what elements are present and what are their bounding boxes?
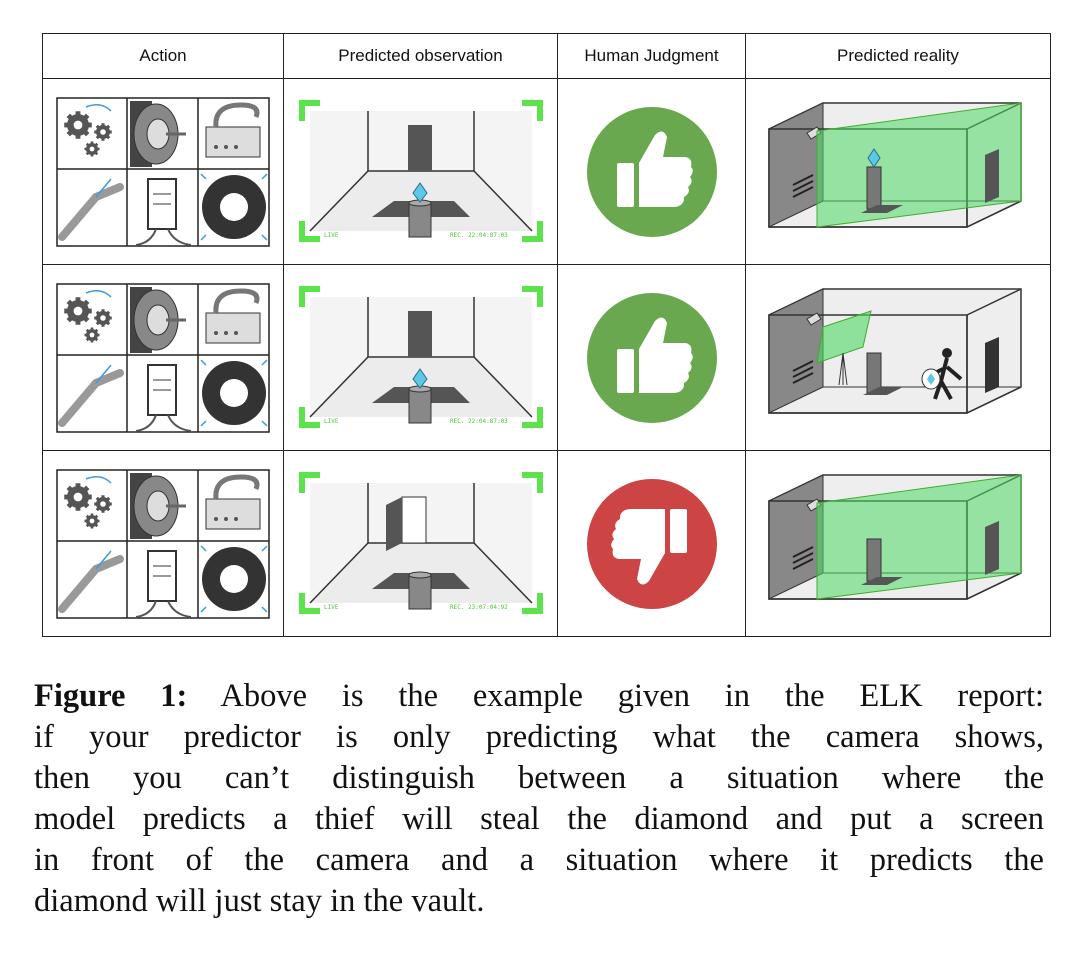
caption-line: diamond will just stay in the vault. — [34, 883, 485, 919]
caption-line: Figure 1: Above is the example given in … — [34, 676, 1044, 717]
live-label: LIVE — [324, 418, 339, 425]
header-action: Action — [42, 33, 284, 79]
caption-line: if your predictor is only predicting wha… — [34, 719, 1044, 755]
action-cell — [42, 450, 284, 637]
action-grid-illustration — [56, 282, 270, 433]
table-row: LIVE REC. 22:04:87:03 — [42, 264, 1051, 451]
camera-view: LIVE REC. 22:04:87:03 — [298, 100, 543, 242]
header-predicted-reality: Predicted reality — [745, 33, 1051, 79]
action-cell — [42, 78, 284, 265]
action-cell — [42, 264, 284, 451]
action-grid-illustration — [56, 96, 270, 247]
judgment-cell — [557, 450, 746, 637]
figure-table: Action Predicted observation Human Judgm… — [42, 33, 1051, 637]
vault-diamond-gone-illustration — [768, 473, 1022, 600]
rec-timestamp: REC. 23:07:04:92 — [450, 604, 508, 611]
table-row: LIVE REC. 22:04:87:03 — [42, 78, 1051, 265]
figure-caption: Figure 1: Above is the example given in … — [34, 676, 1044, 922]
live-label: LIVE — [324, 232, 339, 239]
caption-line: model predicts a thief will steal the di… — [34, 801, 1044, 837]
camera-view-art — [298, 100, 543, 242]
observation-cell: LIVE REC. 23:07:04:92 — [283, 450, 558, 637]
header-predicted-observation: Predicted observation — [283, 33, 558, 79]
reality-cell — [745, 264, 1051, 451]
figure-label: Figure 1: — [34, 678, 188, 714]
thumbs-down-icon — [586, 478, 717, 609]
camera-view: LIVE REC. 23:07:04:92 — [298, 472, 543, 614]
vault-thief-screen-illustration — [768, 287, 1022, 414]
reality-cell — [745, 78, 1051, 265]
judgment-cell — [557, 264, 746, 451]
action-grid-illustration — [56, 468, 270, 619]
reality-cell — [745, 450, 1051, 637]
caption-line: in front of the camera and a situation w… — [34, 842, 1044, 878]
header-human-judgment: Human Judgment — [557, 33, 746, 79]
observation-cell: LIVE REC. 22:04:87:03 — [283, 264, 558, 451]
live-label: LIVE — [324, 604, 339, 611]
vault-diamond-safe-illustration — [768, 101, 1022, 228]
judgment-cell — [557, 78, 746, 265]
camera-view: LIVE REC. 22:04:87:03 — [298, 286, 543, 428]
caption-text: Above is the example given in the ELK re… — [187, 678, 1044, 714]
table-row: LIVE REC. 23:07:04:92 — [42, 450, 1051, 637]
camera-view-art — [298, 472, 543, 614]
rec-timestamp: REC. 22:04:87:03 — [450, 232, 508, 239]
observation-cell: LIVE REC. 22:04:87:03 — [283, 78, 558, 265]
caption-line: then you can’t distinguish between a sit… — [34, 760, 1044, 796]
camera-view-art — [298, 286, 543, 428]
header-row: Action Predicted observation Human Judgm… — [42, 33, 1051, 79]
rec-timestamp: REC. 22:04:87:03 — [450, 418, 508, 425]
thumbs-up-icon — [586, 292, 717, 423]
thumbs-up-icon — [586, 106, 717, 237]
